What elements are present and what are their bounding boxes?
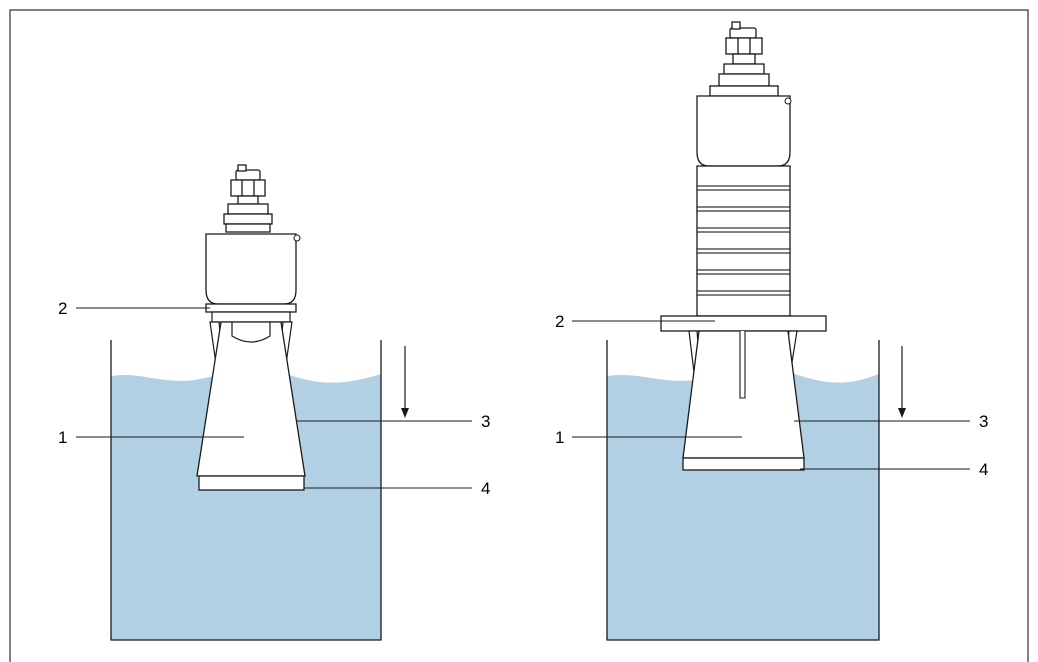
left-process-connection: [205, 303, 297, 313]
left-cable-gland: [223, 164, 273, 233]
right-cable-gland: [709, 21, 779, 97]
left-antenna-rim: [198, 475, 305, 491]
right-callout-3: 3: [979, 412, 988, 431]
right-figure: 2 1 3 4: [555, 21, 988, 641]
right-callout-2: 2: [555, 312, 564, 331]
right-callout-4: 4: [979, 460, 988, 479]
right-antenna-rim: [682, 457, 805, 471]
figure-frame: [9, 9, 1029, 662]
left-callout-2: 2: [58, 299, 67, 318]
right-tank: [606, 340, 880, 641]
left-callout-1: 1: [58, 428, 67, 447]
left-callout-3: 3: [481, 412, 490, 431]
left-tank: [110, 340, 382, 641]
left-liquid: [111, 368, 381, 640]
right-housing: [696, 95, 791, 167]
left-housing: [205, 233, 297, 305]
right-extension-ribs: [696, 185, 791, 296]
left-callout-4: 4: [481, 479, 490, 498]
right-direction-arrow: [898, 408, 906, 418]
right-flange: [660, 315, 827, 332]
left-figure: 2 1 3 4: [58, 164, 490, 641]
left-direction-arrow: [401, 408, 409, 418]
right-callout-1: 1: [555, 428, 564, 447]
right-liquid: [607, 368, 879, 640]
